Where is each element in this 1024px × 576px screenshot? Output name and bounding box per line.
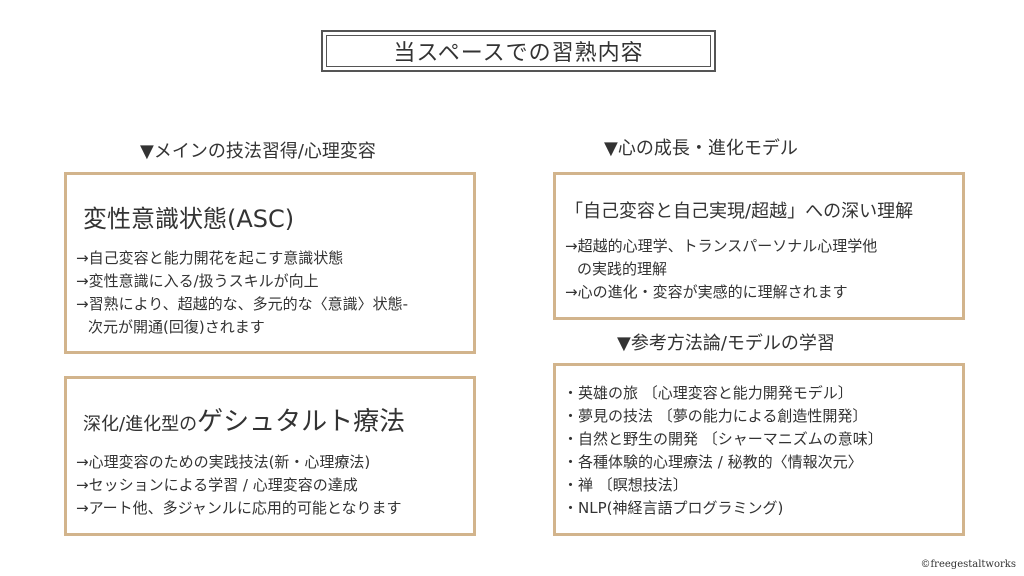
copyright-text: ©freegestaltworks <box>920 559 1016 570</box>
asc-line-4: 次元が開通(回復)されます <box>88 318 265 336</box>
left-heading: ▼メインの技法習得/心理変容 <box>140 141 376 162</box>
self-actualization-box: 「自己変容と自己実現/超越」への深い理解 →超越的心理学、トランスパーソナル心理… <box>553 172 965 320</box>
self-actualization-line-1: →超越的心理学、トランスパーソナル心理学他 <box>565 237 878 255</box>
gestalt-line-1: →心理変容のための実践技法(新・心理療法) <box>76 453 371 471</box>
methods-line-4: ・各種体験的心理療法 / 秘教的〈情報次元〉 <box>563 453 863 471</box>
gestalt-title-large: ゲシュタルト療法 <box>197 407 406 437</box>
gestalt-title-small: 深化/進化型の <box>83 414 198 435</box>
page-title: 当スペースでの習熟内容 <box>393 41 644 66</box>
asc-line-3: →習熟により、超越的な、多元的な〈意識〉状態- <box>76 295 409 313</box>
right-heading-growth: ▼心の成長・進化モデル <box>604 138 798 159</box>
self-actualization-line-2: の実践的理解 <box>577 260 668 278</box>
methods-line-5: ・禅 〔瞑想技法〕 <box>563 476 688 494</box>
title-box: 当スペースでの習熟内容 <box>321 30 716 72</box>
asc-box-title: 変性意識状態(ASC) <box>83 205 295 233</box>
gestalt-box-title: 深化/進化型のゲシュタルト療法 <box>83 401 405 438</box>
asc-line-1: →自己変容と能力開花を起こす意識状態 <box>76 249 344 267</box>
asc-line-2: →変性意識に入る/扱うスキルが向上 <box>76 272 319 290</box>
methods-line-1: ・英雄の旅 〔心理変容と能力開発モデル〕 <box>563 384 853 402</box>
gestalt-box: 深化/進化型のゲシュタルト療法 →心理変容のための実践技法(新・心理療法) →セ… <box>64 376 476 536</box>
right-heading-methods: ▼参考方法論/モデルの学習 <box>617 333 835 354</box>
gestalt-line-2: →セッションによる学習 / 心理変容の達成 <box>76 476 358 494</box>
methods-line-6: ・NLP(神経言語プログラミング) <box>563 499 784 517</box>
gestalt-line-3: →アート他、多ジャンルに応用的可能となります <box>76 499 402 517</box>
self-actualization-line-3: →心の進化・変容が実感的に理解されます <box>565 283 848 301</box>
self-actualization-box-title: 「自己変容と自己実現/超越」への深い理解 <box>565 201 914 222</box>
asc-box: 変性意識状態(ASC) →自己変容と能力開花を起こす意識状態 →変性意識に入る/… <box>64 172 476 354</box>
methods-box: ・英雄の旅 〔心理変容と能力開発モデル〕 ・夢見の技法 〔夢の能力による創造性開… <box>553 363 965 536</box>
methods-line-2: ・夢見の技法 〔夢の能力による創造性開発〕 <box>563 407 868 425</box>
methods-line-3: ・自然と野生の開発 〔シャーマニズムの意味〕 <box>563 430 883 448</box>
